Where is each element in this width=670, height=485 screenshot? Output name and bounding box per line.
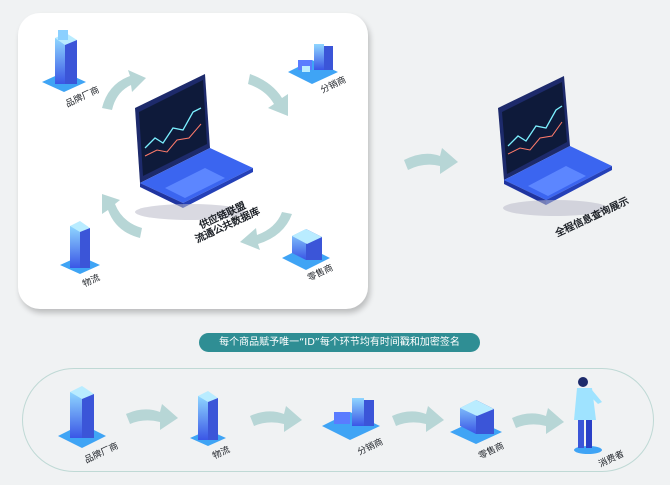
consumer-person-icon: [574, 377, 602, 454]
laptop-database-icon: [135, 74, 253, 208]
flow-logistics-building-icon: [190, 391, 226, 446]
flow-retailer-building-icon: [450, 400, 502, 444]
retailer-building-icon: [282, 229, 330, 270]
logistics-building-icon: [60, 221, 100, 274]
cycle-arrows: [102, 70, 292, 250]
flow-distributor-building-icon: [322, 398, 380, 440]
brand-building-icon: [42, 30, 86, 92]
flow-track: [22, 368, 654, 472]
id-banner: 每个商品赋予唯一“ID”每个环节均有时间戳和加密签名: [199, 333, 480, 352]
arrow-to-display: [404, 148, 458, 174]
flow-arrows: [126, 404, 564, 434]
laptop-display-icon: [498, 76, 612, 205]
distributor-building-icon: [288, 44, 338, 84]
